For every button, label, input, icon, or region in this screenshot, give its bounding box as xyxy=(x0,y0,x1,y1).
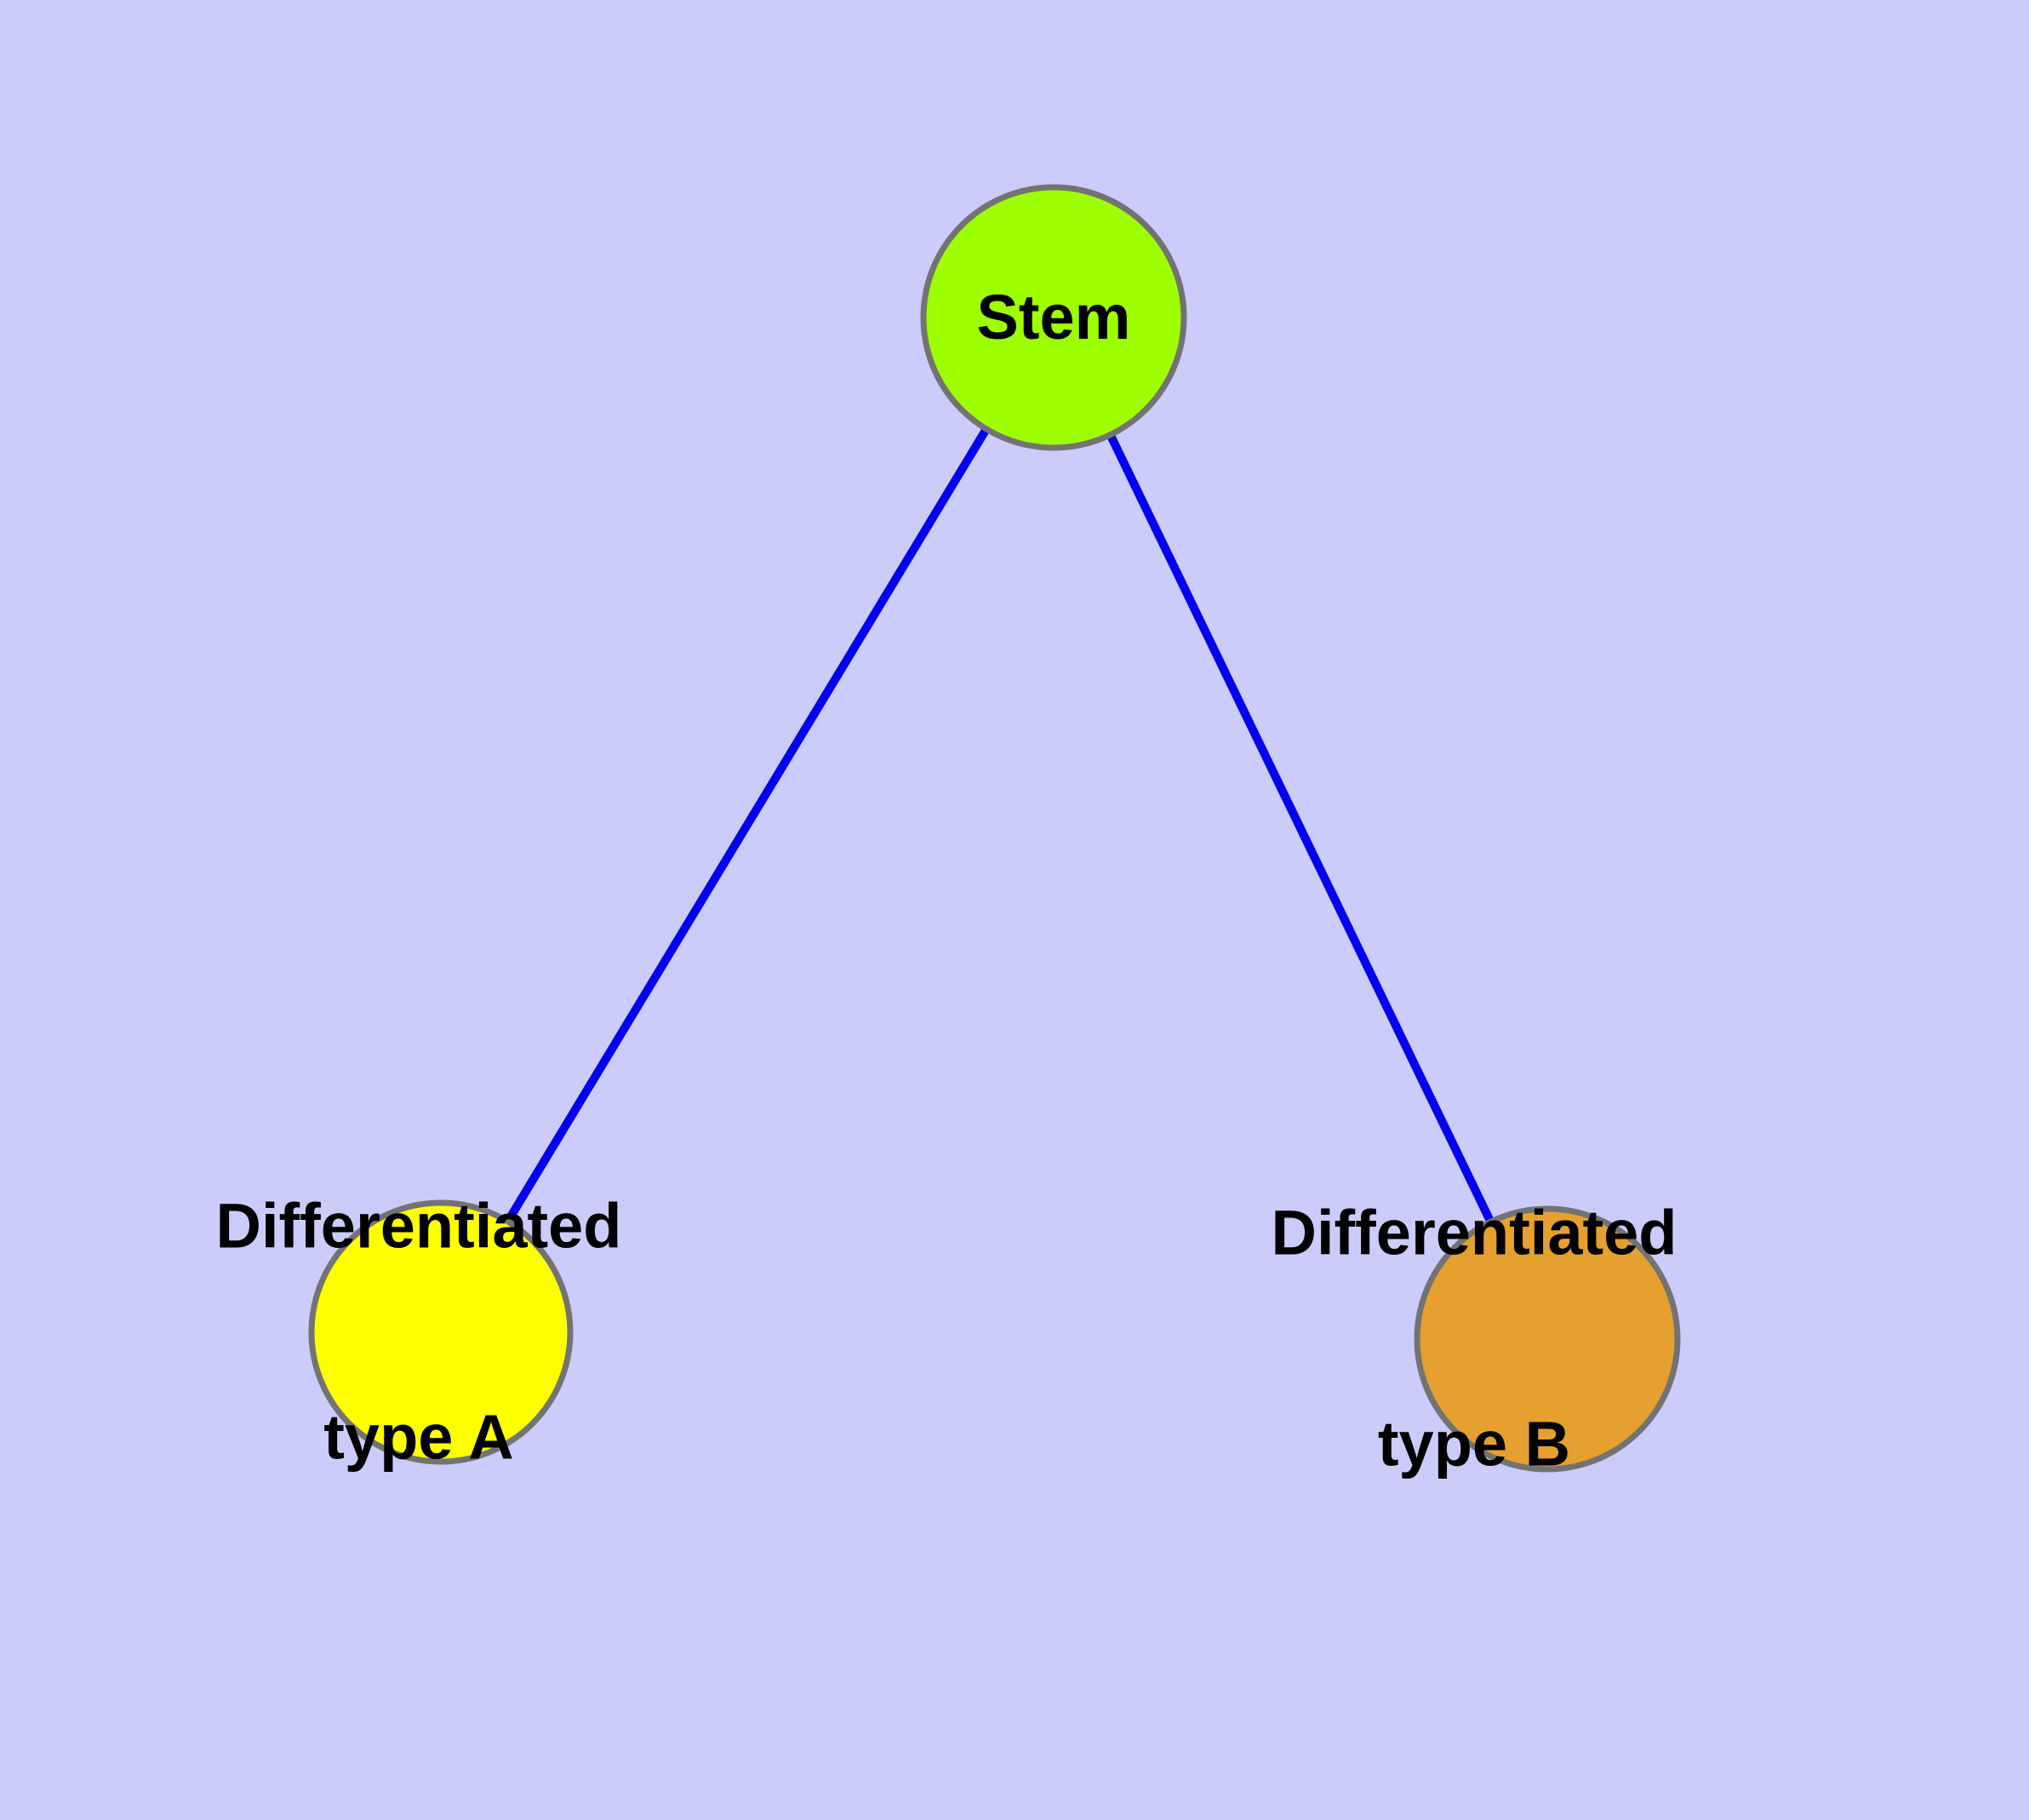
node-stem[interactable] xyxy=(920,184,1187,451)
edge-stem-to-diff-a[interactable] xyxy=(437,315,1058,1335)
node-diff-b[interactable] xyxy=(1414,1205,1681,1473)
edge-stem-to-diff-b[interactable] xyxy=(1049,315,1552,1342)
edge-layer xyxy=(437,315,1552,1342)
node-layer xyxy=(308,184,1681,1473)
node-diff-a[interactable] xyxy=(308,1199,574,1465)
